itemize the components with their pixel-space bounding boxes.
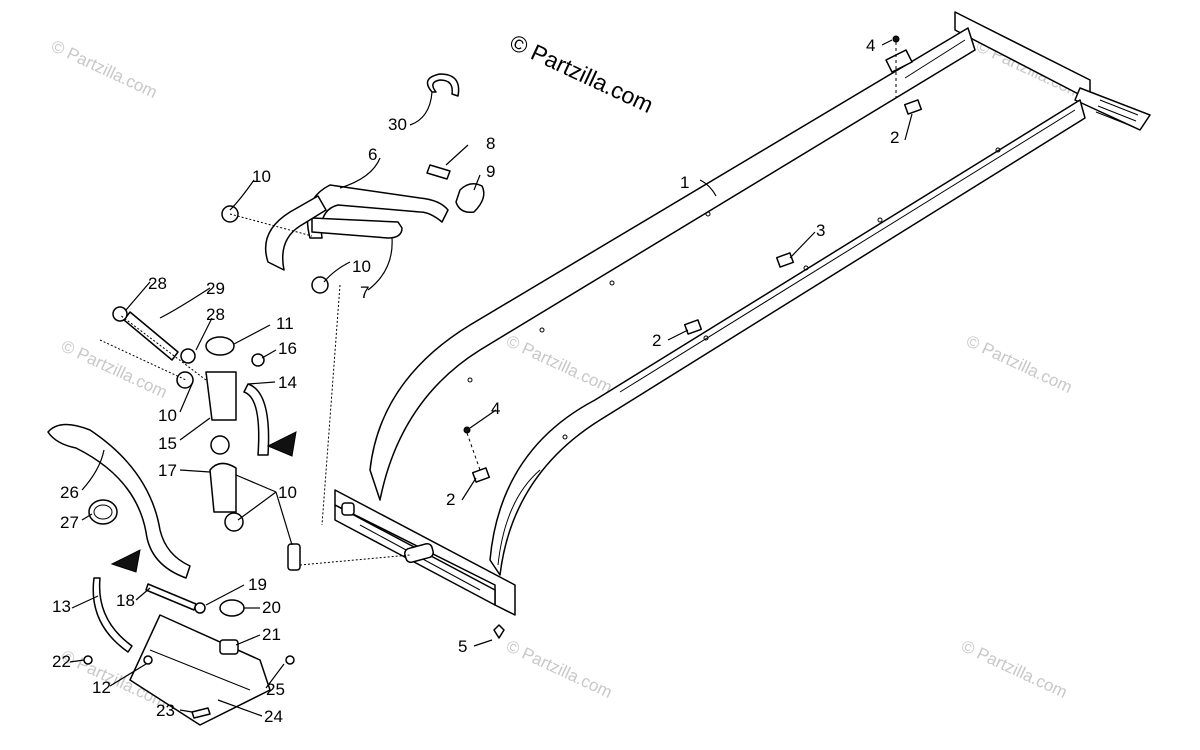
callout-9: 9 bbox=[486, 162, 495, 181]
clip-2-top bbox=[903, 99, 923, 115]
bolt-22 bbox=[83, 655, 93, 665]
callout-20: 20 bbox=[262, 598, 281, 617]
callout-18: 18 bbox=[116, 591, 135, 610]
neck-21 bbox=[219, 639, 239, 655]
callout-2: 2 bbox=[890, 128, 899, 147]
callout-10: 10 bbox=[252, 167, 271, 186]
bolt-23 bbox=[191, 707, 211, 719]
callout-5: 5 bbox=[458, 637, 467, 656]
callout-17: 17 bbox=[158, 461, 177, 480]
callout-10: 10 bbox=[158, 406, 177, 425]
callout-27: 27 bbox=[60, 513, 79, 532]
callout-16: 16 bbox=[278, 339, 297, 358]
rivet-4-top bbox=[892, 35, 900, 43]
clamp-28-a bbox=[112, 306, 128, 322]
tunnel-frame bbox=[334, 11, 1151, 616]
callout-8: 8 bbox=[486, 134, 495, 153]
bolt-19 bbox=[194, 602, 206, 614]
bolt-25 bbox=[285, 655, 295, 665]
callout-29: 29 bbox=[206, 279, 225, 298]
callout-10: 10 bbox=[352, 257, 371, 276]
cap-20 bbox=[219, 599, 245, 617]
clamp-10-b bbox=[311, 276, 329, 294]
callout-15: 15 bbox=[158, 434, 177, 453]
hose-14 bbox=[243, 383, 270, 456]
nut-3 bbox=[775, 252, 795, 268]
bolt-8 bbox=[426, 164, 451, 180]
callout-4: 4 bbox=[491, 399, 500, 418]
callout-24: 24 bbox=[264, 707, 283, 726]
callout-23: 23 bbox=[156, 701, 175, 720]
clip-2-mid bbox=[683, 319, 703, 335]
callout-2: 2 bbox=[446, 490, 455, 509]
callout-28: 28 bbox=[148, 274, 167, 293]
hose-13 bbox=[92, 577, 133, 653]
callout-25: 25 bbox=[266, 680, 285, 699]
clamp-10-e bbox=[224, 512, 244, 532]
spring-27 bbox=[88, 499, 118, 525]
copyright-text: © Partzilla.com bbox=[506, 29, 657, 118]
clamp-9 bbox=[455, 183, 485, 214]
clamp-30 bbox=[426, 73, 460, 97]
watermark: © Partzilla.com bbox=[503, 331, 615, 397]
clip-2-low bbox=[471, 467, 491, 483]
callout-21: 21 bbox=[262, 625, 281, 644]
clamp-10-d bbox=[210, 435, 230, 455]
leader-lines bbox=[69, 39, 913, 717]
callout-19: 19 bbox=[248, 575, 267, 594]
callout-4: 4 bbox=[866, 36, 875, 55]
arrow-icon bbox=[266, 431, 297, 457]
hose-7 bbox=[311, 217, 403, 239]
watermark: © Partzilla.com bbox=[963, 331, 1075, 397]
bolt-12 bbox=[143, 655, 153, 665]
frame-hardware bbox=[463, 35, 923, 639]
clamp-16 bbox=[251, 353, 265, 367]
cap-11 bbox=[205, 336, 235, 356]
callout-13: 13 bbox=[52, 597, 71, 616]
watermark: © Partzilla.com bbox=[58, 336, 170, 402]
arrow-icon bbox=[110, 549, 141, 573]
callout-6: 6 bbox=[368, 145, 377, 164]
hose-26 bbox=[47, 423, 191, 579]
callout-11: 11 bbox=[276, 314, 294, 333]
watermark: © Partzilla.com bbox=[503, 636, 615, 702]
callout-12: 12 bbox=[92, 678, 111, 697]
rivet-4-low bbox=[463, 426, 471, 434]
callout-30: 30 bbox=[388, 115, 407, 134]
clamp-28-b bbox=[180, 348, 196, 364]
callout-1: 1 bbox=[680, 173, 689, 192]
callout-26: 26 bbox=[60, 483, 79, 502]
callout-7: 7 bbox=[360, 283, 369, 302]
callout-10: 10 bbox=[278, 483, 297, 502]
filler-neck-15 bbox=[205, 371, 237, 421]
clip-10-bracket bbox=[287, 543, 301, 571]
rivet-5 bbox=[493, 624, 505, 639]
hose-18 bbox=[145, 583, 197, 611]
watermark: © Partzilla.com bbox=[48, 36, 160, 102]
hose-6 bbox=[306, 184, 449, 239]
callout-22: 22 bbox=[52, 652, 71, 671]
callout-28: 28 bbox=[206, 305, 225, 324]
watermark: © Partzilla.com bbox=[958, 636, 1070, 702]
callout-3: 3 bbox=[816, 221, 825, 240]
hose-6-loop bbox=[264, 195, 327, 271]
callout-14: 14 bbox=[278, 373, 297, 392]
washer-4-top bbox=[885, 49, 913, 73]
hose-17 bbox=[209, 462, 237, 513]
callout-2: 2 bbox=[652, 331, 661, 350]
callout-labels: 1 2 2 2 3 4 4 5 6 7 8 9 10 10 10 10 11 1… bbox=[52, 36, 899, 726]
